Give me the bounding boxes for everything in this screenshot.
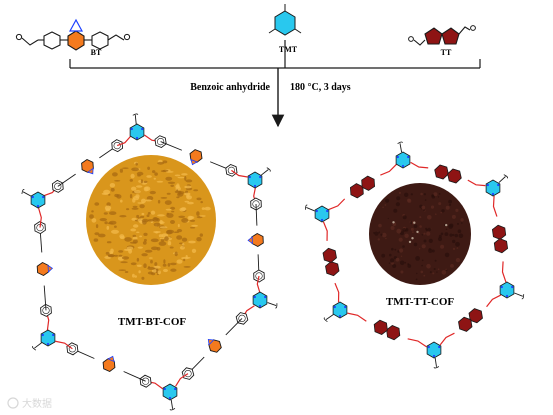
watermark: 大数据: [7, 397, 52, 410]
vinylene-linker: [467, 179, 486, 187]
vinylene-linker: [347, 312, 367, 322]
triazine-node: [332, 301, 348, 319]
vinylene-linker: [334, 282, 340, 303]
reaction-bracket: [69, 40, 481, 69]
vinylene-linker: [439, 332, 455, 346]
thienothiophene-ring: [491, 224, 507, 240]
bt-monomer-label: BT: [91, 48, 102, 57]
tmt-monomer-label: TMT: [279, 45, 298, 54]
thienothiophene-ring: [325, 261, 340, 277]
vinylene-linker: [501, 261, 507, 283]
triazine-node: [129, 123, 145, 141]
vinylene-linker: [55, 340, 73, 350]
triazine-node: [252, 291, 268, 309]
conditions-label: 180 °C, 3 days: [290, 82, 351, 93]
triazine-node: [40, 329, 56, 347]
vinylene-linker: [322, 221, 328, 241]
vinylene-linker: [328, 198, 346, 211]
triazine-node: [247, 171, 263, 189]
benzothiadiazole-ring: [251, 232, 264, 248]
tt-cof-photo-texture: [373, 191, 464, 281]
benzothiadiazole-ring: [36, 261, 50, 277]
bt-cof-label: TMT-BT-COF: [118, 316, 187, 328]
bt-cof-photo-texture: [89, 159, 211, 280]
tt-cof-label: TMT-TT-COF: [386, 296, 455, 308]
triazine-node: [485, 179, 501, 197]
vinylene-linker: [486, 294, 502, 308]
phenyl-ring: [181, 367, 195, 380]
thienothiophene-ring: [386, 325, 401, 341]
vinylene-linker: [256, 275, 261, 293]
vinylene-linker: [410, 161, 429, 169]
reagent-label: Benzoic anhydride: [190, 82, 270, 93]
tt-monomer-label: TT: [441, 48, 452, 57]
vinylene-linker: [231, 169, 248, 178]
triazine-node: [314, 205, 330, 223]
vinylene-linker: [380, 164, 397, 176]
tt-cof-framework: [305, 141, 525, 369]
vinylene-linker: [407, 338, 427, 348]
watermark-text: 大数据: [22, 397, 52, 410]
vinylene-linker: [175, 373, 189, 387]
monomer-bt: BT: [15, 18, 131, 57]
triazine-node: [426, 341, 442, 359]
vinylene-linker: [38, 207, 42, 228]
monomer-tt: TT: [408, 25, 476, 57]
vinylene-linker: [116, 136, 131, 147]
triazine-node: [499, 281, 515, 299]
bt-cof-framework: [21, 113, 278, 411]
thienothiophene-ring: [349, 183, 364, 199]
tt-cof-photo: [369, 183, 471, 285]
triazine-node: [162, 383, 178, 401]
vinylene-linker: [492, 195, 498, 217]
thienothiophene-ring: [434, 164, 449, 180]
triazine-node: [30, 191, 46, 209]
monomer-tmt: TMT: [268, 4, 302, 54]
thienothiophene-ring: [468, 308, 483, 324]
triazine-node: [395, 151, 411, 169]
